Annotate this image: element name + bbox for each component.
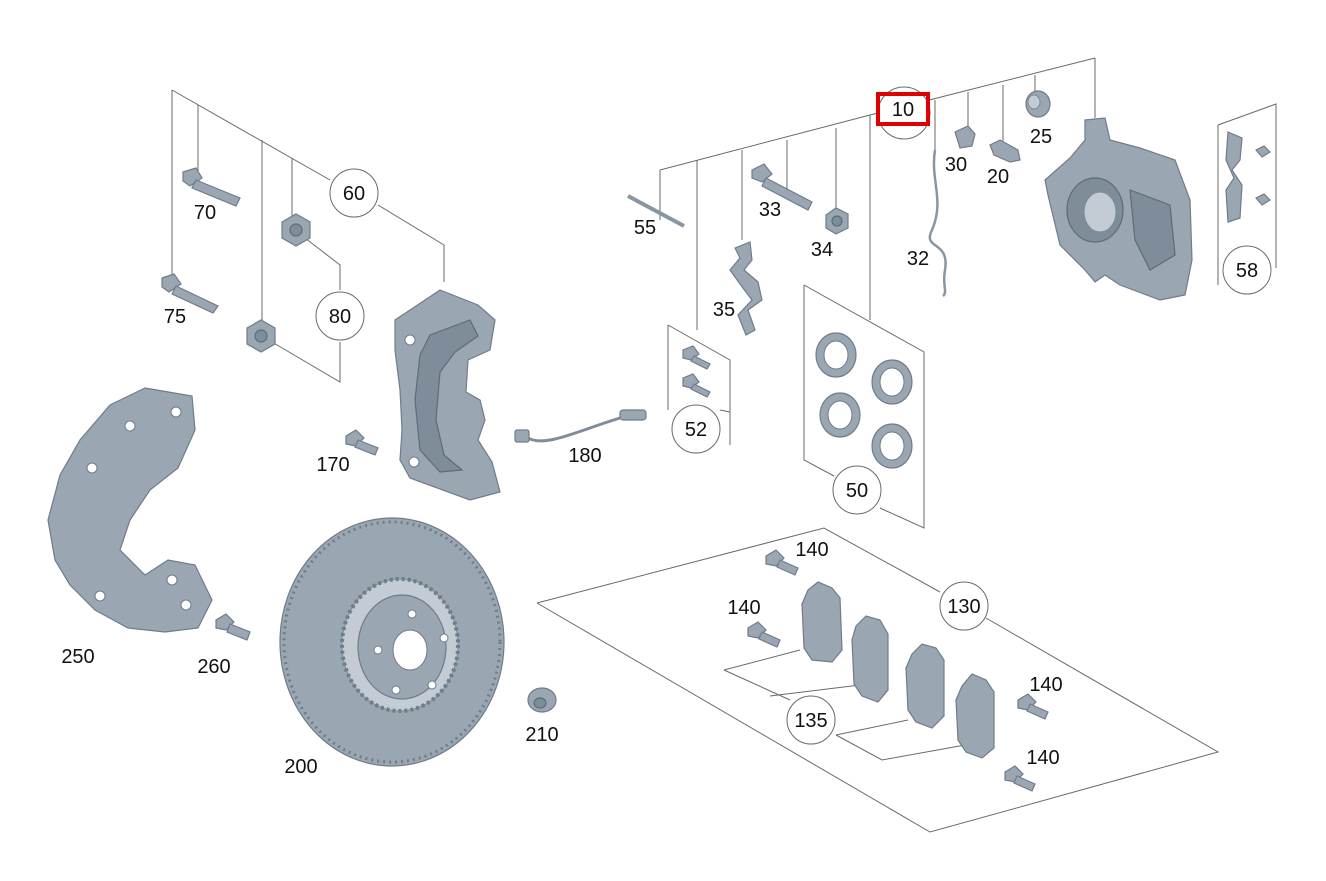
wear-sensor-icon — [514, 409, 647, 443]
callout-52[interactable]: 52 — [685, 419, 707, 441]
bleed-valve-20-icon — [989, 139, 1021, 163]
callout-130[interactable]: 130 — [947, 596, 980, 618]
highlight-box-10 — [876, 92, 930, 126]
callout-140-bottom[interactable]: 140 — [1026, 747, 1059, 769]
callout-210[interactable]: 210 — [525, 724, 558, 746]
callout-35[interactable]: 35 — [713, 299, 735, 321]
nut-80-bottom-icon — [246, 319, 276, 353]
bolt-140-a-icon — [765, 549, 799, 576]
callout-50[interactable]: 50 — [846, 480, 868, 502]
clips-58-icon — [1225, 131, 1271, 223]
callout-58[interactable]: 58 — [1236, 260, 1258, 282]
pin-55-icon — [627, 194, 685, 228]
caliper-carrier-icon — [394, 289, 501, 501]
bolt-140-d-icon — [1004, 765, 1036, 792]
callout-75[interactable]: 75 — [164, 306, 186, 328]
callout-250[interactable]: 250 — [61, 646, 94, 668]
callout-260[interactable]: 260 — [197, 656, 230, 678]
brake-pads-icon — [801, 581, 995, 759]
bolt-170-icon — [345, 429, 379, 456]
nut-80-top-icon — [281, 213, 311, 247]
seals-50-icon — [815, 332, 913, 469]
callout-25[interactable]: 25 — [1030, 126, 1052, 148]
callout-80[interactable]: 80 — [329, 306, 351, 328]
bolt-70-icon — [182, 167, 241, 207]
callout-33[interactable]: 33 — [759, 199, 781, 221]
callout-180[interactable]: 180 — [568, 445, 601, 467]
callout-170[interactable]: 170 — [316, 454, 349, 476]
callout-60[interactable]: 60 — [343, 183, 365, 205]
callout-10[interactable]: 10 — [892, 99, 914, 121]
caliper-housing-icon — [1044, 117, 1193, 301]
spring-clip-35-icon — [729, 241, 763, 336]
callout-135[interactable]: 135 — [794, 710, 827, 732]
callout-140-right[interactable]: 140 — [1029, 674, 1062, 696]
callout-34[interactable]: 34 — [811, 239, 833, 261]
bleed-cap-30-icon — [954, 125, 976, 149]
callout-32[interactable]: 32 — [907, 248, 929, 270]
bolt-140-b-icon — [747, 621, 781, 648]
callout-labels: 60 70 75 80 170 180 55 33 34 35 52 50 10… — [61, 99, 1258, 778]
bolt-260-icon — [215, 613, 251, 641]
callout-200[interactable]: 200 — [284, 756, 317, 778]
callout-20[interactable]: 20 — [987, 166, 1009, 188]
brake-rotor-icon — [279, 517, 505, 767]
callout-140-left[interactable]: 140 — [727, 597, 760, 619]
leader-lines — [171, 57, 1277, 833]
nut-34-icon — [825, 207, 849, 235]
callout-55[interactable]: 55 — [634, 217, 656, 239]
bolts-52-icon — [682, 345, 711, 398]
bolt-33-icon — [751, 163, 813, 211]
callout-30[interactable]: 30 — [945, 154, 967, 176]
bolt-140-c-icon — [1017, 693, 1049, 720]
bolt-75-icon — [161, 273, 219, 314]
callout-140-top[interactable]: 140 — [795, 539, 828, 561]
screw-210-icon — [527, 687, 557, 713]
callout-70[interactable]: 70 — [194, 202, 216, 224]
spring-wire-32-icon — [928, 149, 947, 297]
splash-shield-icon — [47, 387, 213, 633]
cap-25-icon — [1025, 90, 1051, 118]
